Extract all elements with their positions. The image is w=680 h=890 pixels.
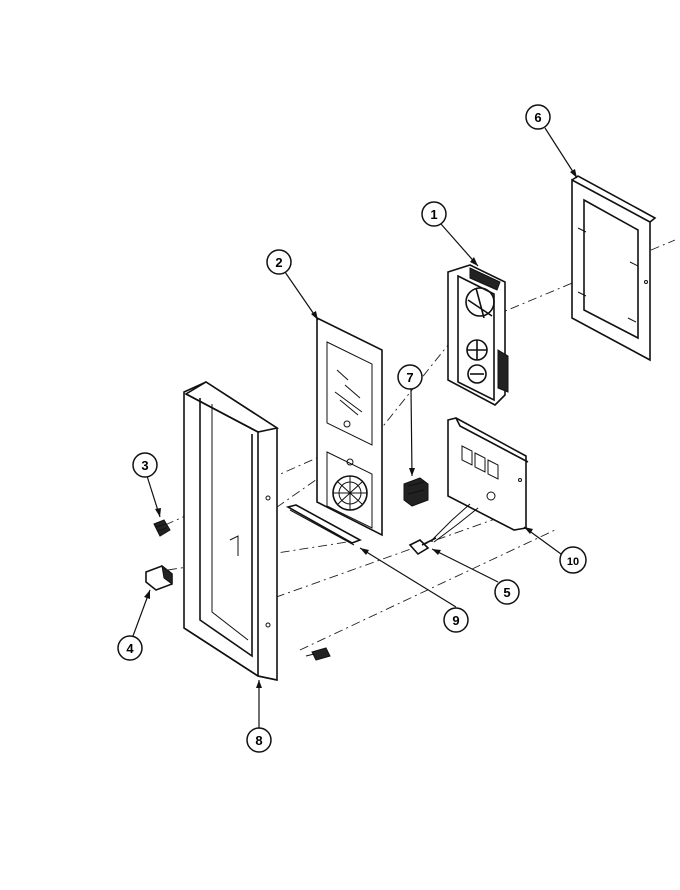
lamp-part-5 — [408, 503, 479, 556]
trim-frame-part-8 — [183, 381, 280, 681]
callout-4: 4 — [117, 635, 143, 661]
svg-text:3: 3 — [141, 458, 148, 473]
callout-3: 3 — [132, 452, 158, 478]
svg-text:5: 5 — [503, 585, 510, 600]
svg-text:6: 6 — [534, 110, 541, 125]
svg-text:4: 4 — [126, 641, 134, 656]
callout-7: 7 — [397, 364, 423, 390]
svg-text:7: 7 — [406, 370, 413, 385]
callout-10: 10 — [559, 546, 587, 574]
screw — [305, 647, 331, 661]
trim-strip-part-9 — [285, 504, 362, 546]
callout-5: 5 — [494, 579, 520, 605]
callout-8: 8 — [246, 727, 272, 753]
knob-cap-part-4 — [145, 564, 173, 591]
timer-assembly-part-1 — [447, 264, 509, 406]
switch-bracket-part-10 — [447, 417, 529, 531]
svg-text:1: 1 — [430, 207, 437, 222]
callout-leaders — [132, 127, 578, 728]
svg-text:2: 2 — [275, 255, 282, 270]
callout-1: 1 — [421, 201, 447, 227]
knob-part-3 — [153, 519, 171, 537]
svg-text:9: 9 — [452, 613, 459, 628]
rocker-switch-part-7 — [403, 477, 429, 507]
callout-2: 2 — [266, 249, 292, 275]
callout-6: 6 — [525, 104, 551, 130]
control-panel-part-2 — [316, 316, 383, 537]
bracket-plate-part-6 — [571, 175, 657, 362]
svg-text:10: 10 — [567, 556, 579, 568]
callout-9: 9 — [443, 607, 469, 633]
svg-text:8: 8 — [255, 733, 262, 748]
